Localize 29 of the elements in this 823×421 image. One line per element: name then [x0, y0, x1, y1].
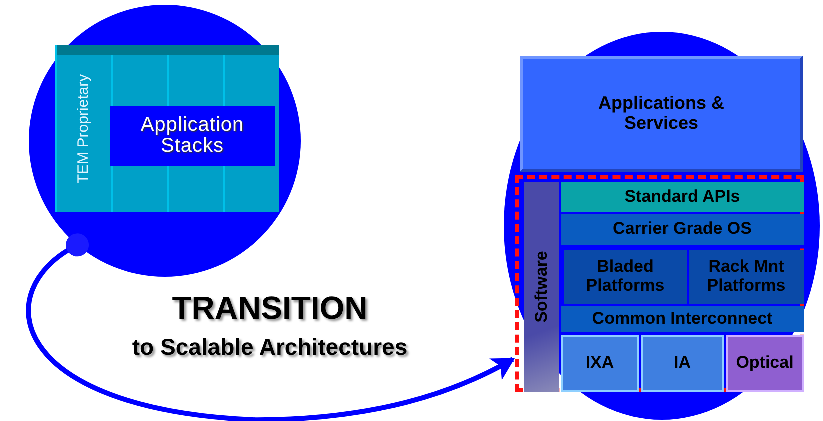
- layer-label: Applications & Services: [597, 94, 726, 134]
- layer-box: [564, 250, 687, 304]
- layer-label: IA: [674, 354, 691, 373]
- stack-columns: [111, 45, 279, 212]
- layer-box: [561, 182, 804, 212]
- stack-column: [55, 45, 111, 212]
- layer-label: IXA: [586, 354, 614, 373]
- transition-text: to Scalable Architectures: [131, 334, 409, 361]
- layer-box: [561, 214, 804, 245]
- box-label: Application Stacks: [140, 115, 246, 157]
- layer-label: Software: [532, 250, 550, 325]
- layer-box: [520, 56, 803, 172]
- layer-box: [689, 250, 804, 304]
- layer-box: [641, 335, 724, 392]
- layer-box: [561, 306, 804, 332]
- layer-label: Rack Mnt Platforms: [706, 258, 787, 296]
- dashed-outline: [515, 175, 804, 392]
- panel-label: TEM Proprietary: [76, 74, 92, 184]
- curved-arrow: [26, 234, 516, 421]
- layer-label: Common Interconnect: [592, 310, 773, 328]
- layer-box: [524, 182, 559, 392]
- layer-label: Standard APIs: [624, 188, 740, 206]
- label-box: [110, 106, 275, 166]
- layer-label: Bladed Platforms: [585, 258, 666, 296]
- layer-box: [561, 335, 639, 392]
- transition-text: TRANSITION: [171, 290, 369, 327]
- layer-box: [726, 335, 804, 392]
- layer-label: Optical: [736, 354, 794, 373]
- layer-label: Carrier Grade OS: [613, 220, 752, 239]
